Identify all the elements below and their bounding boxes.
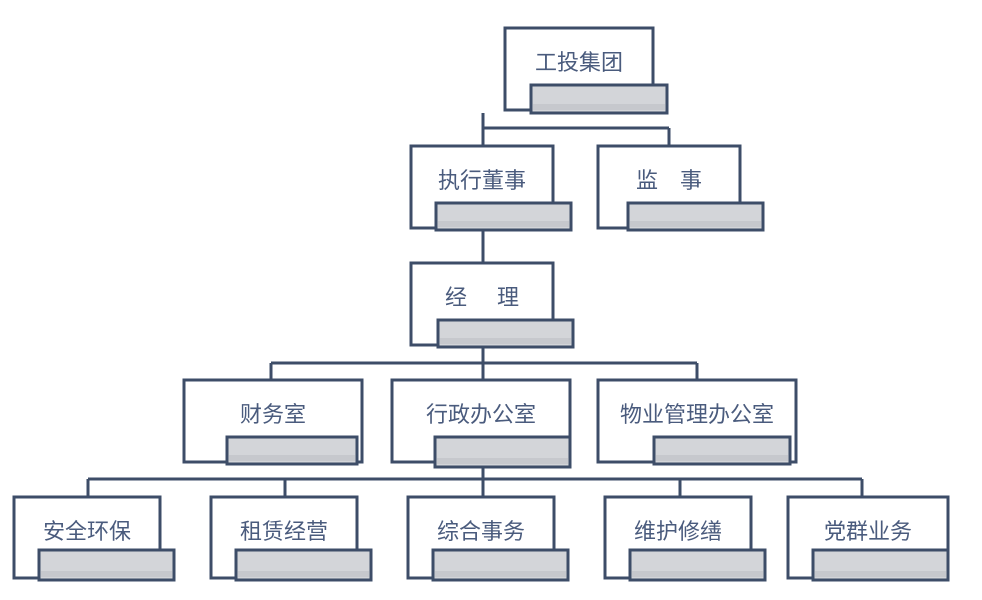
- org-node[interactable]: 安全环保: [12, 495, 176, 582]
- org-node[interactable]: 维护修缮: [603, 495, 767, 582]
- node-label: 物业管理办公室: [620, 403, 774, 428]
- node-shadow-inner-line: [632, 571, 763, 577]
- node-shadow-inner-line: [229, 455, 355, 461]
- node-label: 维护修缮: [634, 520, 722, 545]
- org-node[interactable]: 经理: [409, 261, 575, 349]
- node-label: 行政办公室: [426, 403, 536, 428]
- node-shadow-inner-line: [238, 571, 369, 577]
- connector-layer: [86, 113, 864, 497]
- org-node[interactable]: 工投集团: [503, 26, 669, 115]
- org-node[interactable]: 物业管理办公室: [596, 378, 798, 466]
- node-label: 工投集团: [535, 51, 623, 76]
- node-shadow-inner-line: [437, 458, 568, 464]
- org-node[interactable]: 行政办公室: [390, 378, 572, 469]
- org-node[interactable]: 财务室: [182, 378, 364, 466]
- node-shadow-inner-line: [435, 571, 566, 577]
- org-node[interactable]: 租赁经营: [209, 495, 373, 582]
- node-shadow-inner-line: [656, 455, 788, 461]
- node-label: 安全环保: [43, 520, 131, 545]
- node-label: 监事: [636, 169, 724, 194]
- node-shadow-inner-line: [630, 221, 761, 227]
- node-shadow-inner-line: [815, 571, 946, 577]
- org-node[interactable]: 监事: [596, 144, 765, 232]
- node-label: 租赁经营: [240, 520, 328, 545]
- node-label: 党群业务: [824, 520, 912, 545]
- org-node[interactable]: 执行董事: [409, 144, 573, 232]
- node-label: 经理: [445, 286, 549, 311]
- node-shadow-inner-line: [438, 221, 569, 227]
- node-label: 综合事务: [437, 520, 525, 545]
- node-shadow-inner-line: [440, 338, 571, 344]
- node-label: 财务室: [240, 403, 306, 428]
- node-shadow-inner-line: [533, 104, 665, 110]
- node-label: 执行董事: [438, 169, 526, 194]
- node-shadow-inner-line: [41, 571, 172, 577]
- org-node[interactable]: 党群业务: [786, 495, 950, 582]
- org-node[interactable]: 综合事务: [406, 495, 570, 582]
